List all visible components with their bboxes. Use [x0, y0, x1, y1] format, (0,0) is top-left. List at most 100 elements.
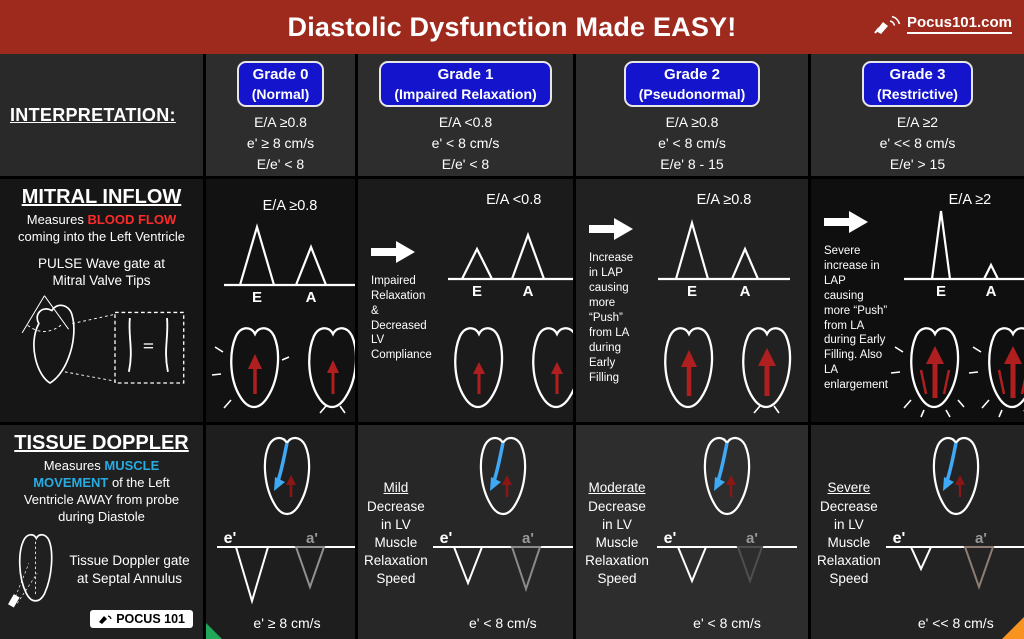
- criteria-line: e' << 8 cm/s: [879, 134, 956, 151]
- lv-filling-hearts: [453, 327, 573, 409]
- tissue-gate-text: Tissue Doppler gate at Septal Annulus: [69, 553, 190, 586]
- interp-grade3-cell: Grade 3 (Restrictive) E/A ≥2 e' << 8 cm/…: [811, 54, 1024, 176]
- right-arrow-icon: [589, 218, 633, 241]
- grade-1-name: Grade 1: [437, 66, 494, 83]
- grade-3-header: Grade 3 (Restrictive): [862, 61, 973, 107]
- criteria-line: e' ≥ 8 cm/s: [246, 134, 315, 151]
- grade3-mitral-note: Severe increase in LAP causing more “Pus…: [824, 244, 888, 392]
- tissue-doppler-waveform: e' a': [885, 531, 1024, 591]
- svg-text:A: A: [522, 283, 533, 299]
- tissue-grade3-cell: Severe Decrease in LV Muscle Relaxation …: [811, 425, 1024, 639]
- svg-text:E: E: [687, 283, 697, 299]
- lv-filling-hearts: [664, 327, 792, 414]
- grade-0-criteria: E/A ≥0.8 e' ≥ 8 cm/s E/e' < 8: [206, 112, 355, 175]
- criteria-line: E/e' 8 - 15: [660, 155, 724, 172]
- tissue-grade0-cell: e' a' e' ≥ 8 cm/s: [206, 425, 355, 639]
- probe-icon: [874, 15, 901, 34]
- page-title: Diastolic Dysfunction Made EASY!: [287, 11, 737, 42]
- probe-icon: [99, 614, 112, 624]
- tissue-grade1-cell: Mild Decrease in LV Muscle Relaxation Sp…: [358, 425, 573, 639]
- grade-1-header: Grade 1 (Impaired Relaxation): [379, 61, 552, 107]
- tissue-doppler-waveform: e' a': [217, 531, 355, 605]
- interpretation-title: INTERPRETATION:: [10, 104, 176, 125]
- criteria-line: e' < 8 cm/s: [658, 134, 726, 151]
- grade-2-name: Grade 2: [664, 66, 720, 83]
- content-grid: INTERPRETATION: Grade 0 (Normal) E/A ≥0.…: [0, 54, 1024, 639]
- svg-text:e': e': [224, 531, 237, 547]
- tissue-doppler-title: TISSUE DOPPLER: [14, 432, 189, 454]
- criteria-line: E/A ≥0.8: [665, 113, 719, 130]
- grade0-tissue-value: e' ≥ 8 cm/s: [253, 615, 321, 631]
- svg-text:a': a': [746, 531, 758, 547]
- svg-text:E: E: [252, 289, 262, 305]
- svg-text:e': e': [892, 531, 905, 547]
- tissue-grade2-cell: Moderate Decrease in LV Muscle Relaxatio…: [576, 425, 808, 639]
- svg-text:A: A: [986, 283, 997, 299]
- svg-text:a': a': [975, 531, 987, 547]
- orange-corner-accent: [1002, 617, 1024, 639]
- grade-2-subtitle: (Pseudonormal): [638, 85, 746, 102]
- mitral-ea-waveform: E A: [224, 223, 355, 305]
- lv-tissue-heart: [263, 436, 311, 516]
- tissue-doppler-description: Measures MUSCLE MOVEMENT of the Left Ven…: [23, 458, 180, 524]
- interp-grade0-cell: Grade 0 (Normal) E/A ≥0.8 e' ≥ 8 cm/s E/…: [206, 54, 355, 176]
- grade1-tissue-note: Mild Decrease in LV Muscle Relaxation Sp…: [364, 480, 428, 587]
- pocus101-badge: POCUS 101: [90, 609, 193, 628]
- right-arrow-icon: [371, 240, 415, 263]
- mitral-grade3-cell: Severe increase in LAP causing more “Pus…: [811, 179, 1024, 422]
- grade1-ea-label: E/A <0.8: [486, 192, 542, 208]
- right-arrow-icon: [824, 210, 868, 233]
- tissue-doppler-row-label: TISSUE DOPPLER Measures MUSCLE MOVEMENT …: [0, 425, 203, 639]
- mitral-inflow-row-label: MITRAL INFLOW Measures BLOOD FLOW coming…: [0, 179, 203, 422]
- logo-text: Pocus101.com: [906, 14, 1012, 34]
- grade0-ea-label: E/A ≥0.8: [262, 198, 318, 214]
- grade-1-subtitle: (Impaired Relaxation): [394, 85, 537, 102]
- grade1-tissue-value: e' < 8 cm/s: [468, 615, 537, 631]
- tissue-doppler-waveform: e' a': [432, 531, 573, 593]
- mitral-grade2-cell: Increase in LAP causing more “Push” from…: [576, 179, 808, 422]
- grade2-tissue-note: Moderate Decrease in LV Muscle Relaxatio…: [585, 480, 649, 587]
- grade-0-header: Grade 0 (Normal): [236, 61, 325, 107]
- lv-tissue-heart: [479, 436, 526, 516]
- criteria-line: e' < 8 cm/s: [431, 134, 500, 151]
- grade-0-name: Grade 0: [252, 66, 309, 83]
- lv-filling-hearts: [890, 327, 1024, 418]
- tissue-gate-row: Tissue Doppler gate at Septal Annulus: [0, 526, 203, 610]
- title-banner: Diastolic Dysfunction Made EASY! Pocus10…: [0, 0, 1024, 54]
- mitral-ea-waveform: E A: [447, 231, 573, 299]
- grade1-mitral-note: Impaired Relaxation & Decreased LV Compl…: [371, 274, 432, 362]
- tissue-doppler-waveform: e' a': [657, 531, 797, 585]
- svg-text:A: A: [306, 289, 317, 305]
- criteria-line: E/A ≥0.8: [254, 113, 307, 130]
- grade2-tissue-value: e' < 8 cm/s: [693, 615, 761, 631]
- grade3-tissue-note: Severe Decrease in LV Muscle Relaxation …: [817, 480, 881, 587]
- grade-1-criteria: E/A <0.8 e' < 8 cm/s E/e' < 8: [358, 112, 573, 175]
- blood-flow-highlight: BLOOD FLOW: [87, 212, 177, 227]
- grade2-mitral-note: Increase in LAP causing more “Push” from…: [589, 252, 634, 384]
- criteria-line: E/e' < 8: [441, 155, 490, 172]
- grade-0-subtitle: (Normal): [251, 85, 310, 102]
- muscle-movement-highlight: MUSCLE MOVEMENT: [33, 458, 160, 490]
- grade-2-criteria: E/A ≥0.8 e' < 8 cm/s E/e' 8 - 15: [576, 112, 808, 175]
- tissue-gate-diagram: [8, 533, 53, 608]
- interp-grade1-cell: Grade 1 (Impaired Relaxation) E/A <0.8 e…: [358, 54, 573, 176]
- svg-text:e': e': [439, 531, 452, 547]
- grade3-ea-label: E/A ≥2: [948, 192, 992, 208]
- green-corner-accent: [206, 623, 222, 639]
- criteria-line: E/A <0.8: [438, 113, 493, 130]
- grade3-tissue-value: e' << 8 cm/s: [917, 615, 994, 631]
- pocus101-logo[interactable]: Pocus101.com: [874, 13, 1012, 35]
- mitral-grade0-cell: E/A ≥0.8 E A: [206, 179, 355, 422]
- mitral-gate-text: PULSE Wave gate at Mitral Valve Tips: [37, 255, 166, 289]
- mitral-inflow-description: Measures BLOOD FLOW coming into the Left…: [18, 212, 185, 244]
- grade-2-header: Grade 2 (Pseudonormal): [623, 61, 761, 107]
- svg-text:E: E: [936, 283, 946, 299]
- grade2-ea-label: E/A ≥0.8: [696, 192, 752, 208]
- lv-tissue-heart: [932, 436, 979, 516]
- svg-text:A: A: [740, 283, 751, 299]
- interp-grade2-cell: Grade 2 (Pseudonormal) E/A ≥0.8 e' < 8 c…: [576, 54, 808, 176]
- mitral-inflow-title: MITRAL INFLOW: [21, 186, 182, 208]
- lv-tissue-heart: [703, 436, 751, 516]
- lv-filling-hearts: [211, 327, 355, 414]
